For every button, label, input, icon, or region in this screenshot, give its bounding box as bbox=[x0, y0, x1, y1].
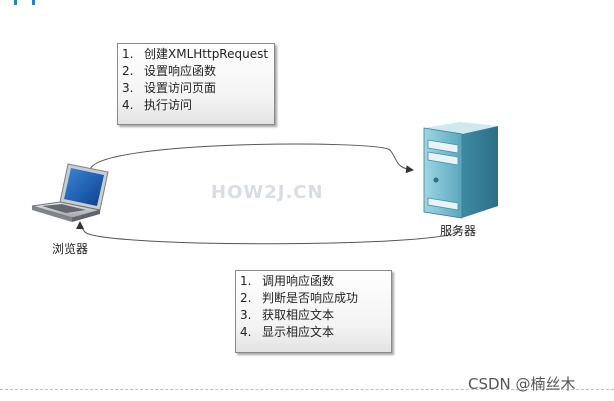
list-item: 3.设置访问页面 bbox=[122, 81, 217, 95]
response-steps-note: 1.调用响应函数 2.判断是否响应成功 3.获取相应文本 4.显示相应文本 bbox=[235, 270, 392, 353]
server-label: 服务器 bbox=[440, 224, 477, 238]
laptop-icon bbox=[31, 163, 109, 222]
watermark-text: HOW2J.CN bbox=[211, 182, 324, 203]
list-item: 4.显示相应文本 bbox=[240, 325, 335, 339]
corner-bracket-mark bbox=[14, 0, 35, 5]
credit-watermark: CSDN @楠丝木 bbox=[468, 375, 576, 393]
browser-label: 浏览器 bbox=[52, 242, 89, 256]
list-item: 2.判断是否响应成功 bbox=[240, 291, 359, 305]
list-item: 1.调用响应函数 bbox=[240, 274, 335, 288]
response-steps-list: 1.调用响应函数 2.判断是否响应成功 3.获取相应文本 4.显示相应文本 bbox=[240, 273, 387, 341]
list-item: 4.执行访问 bbox=[122, 98, 193, 112]
response-arrow bbox=[76, 221, 461, 245]
server-tower-icon bbox=[423, 122, 498, 219]
list-item: 1.创建XMLHttpRequest bbox=[122, 47, 269, 61]
request-steps-list: 1.创建XMLHttpRequest 2.设置响应函数 3.设置访问页面 4.执… bbox=[122, 46, 270, 114]
divider bbox=[0, 389, 614, 390]
list-item: 3.获取相应文本 bbox=[240, 308, 335, 322]
request-steps-note: 1.创建XMLHttpRequest 2.设置响应函数 3.设置访问页面 4.执… bbox=[117, 43, 275, 125]
list-item: 2.设置响应函数 bbox=[122, 64, 217, 78]
request-arrow bbox=[89, 143, 414, 174]
